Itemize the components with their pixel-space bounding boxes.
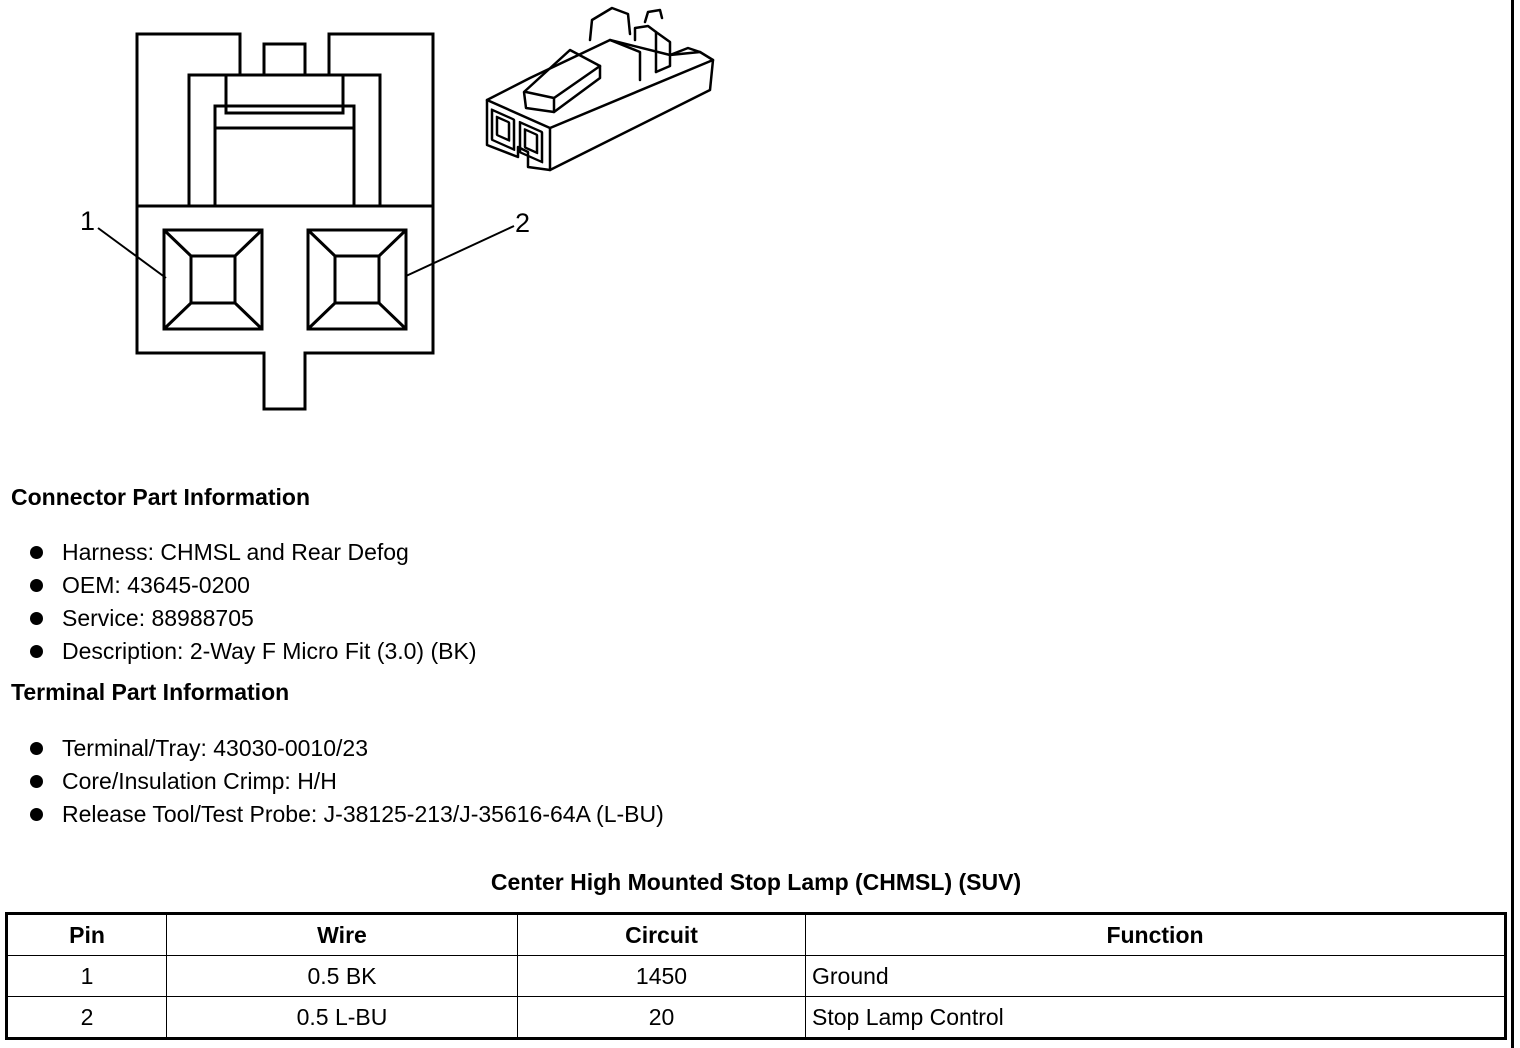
table-header-row: Pin Wire Circuit Function [6, 913, 1506, 956]
list-item: Release Tool/Test Probe: J-38125-213/J-3… [0, 798, 664, 831]
pin-1-leader-line [97, 227, 167, 279]
pin-table: Pin Wire Circuit Function 1 0.5 BK 1450 … [5, 912, 1507, 1040]
rear-ledge [668, 46, 702, 57]
bullet-icon [30, 742, 43, 755]
bullet-icon [30, 775, 43, 788]
connector-part-info-list: Harness: CHMSL and Rear Defog OEM: 43645… [0, 536, 476, 668]
bullet-icon [30, 612, 43, 625]
housing-body [485, 38, 715, 172]
cavity-1 [162, 228, 264, 331]
side-step [608, 38, 642, 82]
cavity-2 [306, 228, 408, 331]
list-item: Terminal/Tray: 43030-0010/23 [0, 732, 664, 765]
wire-cell: 0.5 BK [166, 955, 518, 997]
pin-2-label: 2 [515, 208, 530, 238]
pin-2-leader-line [405, 225, 515, 277]
pin-cell: 2 [6, 996, 167, 1039]
latch-tab [224, 73, 345, 115]
column-header-circuit: Circuit [517, 913, 806, 956]
bullet-icon [30, 579, 43, 592]
iso-cavity-2-inner [523, 128, 539, 155]
wire-cell: 0.5 L-BU [166, 996, 518, 1039]
latch-frame [187, 73, 382, 206]
bullet-icon [30, 808, 43, 821]
connector-housing-outline [135, 32, 435, 411]
iso-cavity-1 [490, 108, 516, 151]
circuit-cell: 1450 [517, 955, 806, 997]
latch-inner-frame [213, 104, 356, 206]
latch-ridge [552, 64, 602, 100]
iso-cavity-1-inner [495, 115, 511, 142]
column-header-function: Function [805, 913, 1506, 956]
rear-tab-small [643, 8, 664, 24]
table-row: 2 0.5 L-BU 20 Stop Lamp Control [6, 996, 1506, 1039]
list-item: Harness: CHMSL and Rear Defog [0, 536, 476, 569]
terminal-part-info-heading: Terminal Part Information [11, 679, 290, 705]
terminal-part-info-list: Terminal/Tray: 43030-0010/23 Core/Insula… [0, 732, 664, 831]
connector-isometric-drawing [485, 6, 715, 172]
latch-top [522, 48, 602, 114]
column-header-wire: Wire [166, 913, 518, 956]
pin-cell: 1 [6, 955, 167, 997]
pin-table-caption: Center High Mounted Stop Lamp (CHMSL) (S… [490, 869, 1022, 895]
function-cell: Stop Lamp Control [805, 996, 1506, 1039]
rear-tab-left [588, 6, 632, 42]
iso-cavity-2 [518, 120, 544, 164]
column-header-pin: Pin [6, 913, 167, 956]
table-row: 1 0.5 BK 1450 Ground [6, 955, 1506, 997]
bullet-icon [30, 546, 43, 559]
list-item: Description: 2-Way F Micro Fit (3.0) (BK… [0, 635, 476, 668]
pin-1-label: 1 [80, 206, 95, 236]
list-item: Service: 88988705 [0, 602, 476, 635]
connector-part-info-heading: Connector Part Information [11, 484, 311, 510]
list-item: Core/Insulation Crimp: H/H [0, 765, 664, 798]
list-item: OEM: 43645-0200 [0, 569, 476, 602]
connector-face-diagram: 1 2 [80, 32, 530, 411]
page-right-border [1511, 0, 1514, 1048]
function-cell: Ground [805, 955, 1506, 997]
rear-tab-middle [633, 24, 658, 74]
circuit-cell: 20 [517, 996, 806, 1039]
bullet-icon [30, 645, 43, 658]
